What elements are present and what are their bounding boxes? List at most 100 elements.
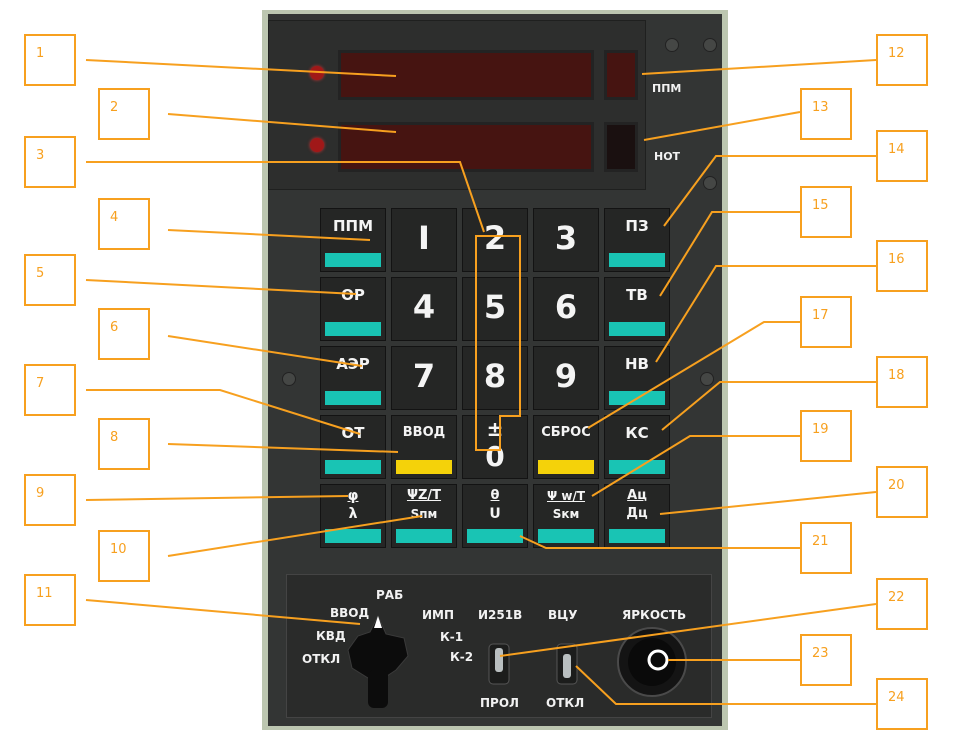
key-label-top: ΨZ/T	[406, 488, 442, 503]
callout-13: 13	[800, 88, 852, 140]
key-2[interactable]: 2	[462, 208, 528, 272]
callout-20: 20	[876, 466, 928, 518]
key-ks[interactable]: КС	[604, 415, 670, 479]
key-label-bottom: λ	[348, 506, 358, 522]
key-label-bottom: Дц	[626, 506, 648, 521]
callout-23: 23	[800, 634, 852, 686]
toggle-label-prol: ПРОЛ	[480, 696, 520, 710]
callout-17: 17	[800, 296, 852, 348]
key-or[interactable]: ОР	[320, 277, 386, 341]
key-lamp	[325, 460, 381, 474]
key-vvod[interactable]: ВВОД	[391, 415, 457, 479]
vcu-otkl-toggle[interactable]	[554, 640, 580, 688]
callout-19: 19	[800, 410, 852, 462]
key-ot[interactable]: ОТ	[320, 415, 386, 479]
callout-4: 4	[98, 198, 150, 250]
key-9[interactable]: 9	[533, 346, 599, 410]
key-label: АЭР	[336, 355, 370, 373]
key-lamp	[467, 529, 523, 543]
toggle-label-vcu: ВЦУ	[548, 608, 578, 622]
key-lamp	[609, 253, 665, 267]
callout-14: 14	[876, 130, 928, 182]
i251v-prol-toggle[interactable]	[486, 640, 512, 688]
key-label: ВВОД	[402, 425, 446, 440]
key-lamp	[609, 529, 665, 543]
key-tv[interactable]: ТВ	[604, 277, 670, 341]
screw	[703, 38, 717, 52]
key-label-bottom: Sкм	[552, 507, 580, 521]
mode-label-otkl: ОТКЛ	[302, 652, 341, 666]
key-ppm[interactable]: ППМ	[320, 208, 386, 272]
callout-9: 9	[24, 474, 76, 526]
screw	[282, 372, 296, 386]
callout-15: 15	[800, 186, 852, 238]
screw	[665, 38, 679, 52]
key-psi-z[interactable]: ΨZ/T Sпм	[391, 484, 457, 548]
ppm-indicator	[604, 50, 638, 100]
key-lamp	[609, 322, 665, 336]
brightness-label: ЯРКОСТЬ	[622, 608, 687, 622]
key-label-bottom: Sпм	[410, 507, 438, 521]
key-lamp	[325, 322, 381, 336]
mode-label-rab: РАБ	[376, 588, 404, 602]
key-8[interactable]: 8	[462, 346, 528, 410]
key-7[interactable]: 7	[391, 346, 457, 410]
lower-warning-led	[310, 138, 324, 152]
key-plus-minus-0[interactable]: ±0	[462, 415, 528, 479]
key-label: 2	[483, 219, 507, 257]
callout-3: 3	[24, 136, 76, 188]
callout-11: 11	[24, 574, 76, 626]
key-lamp	[609, 460, 665, 474]
callout-24: 24	[876, 678, 928, 730]
key-6[interactable]: 6	[533, 277, 599, 341]
key-pz[interactable]: ПЗ	[604, 208, 670, 272]
mode-selector-knob[interactable]	[338, 612, 418, 712]
key-label-bottom: U	[489, 506, 501, 522]
key-label: 8	[483, 357, 507, 395]
key-lamp	[396, 529, 452, 543]
key-lamp	[538, 529, 594, 543]
key-label: ТВ	[626, 286, 648, 304]
callout-22: 22	[876, 578, 928, 630]
ppm-display-label: ППМ	[652, 82, 682, 95]
key-label-top: ±	[486, 417, 504, 441]
key-sbros[interactable]: СБРОС	[533, 415, 599, 479]
callout-16: 16	[876, 240, 928, 292]
callout-12: 12	[876, 34, 928, 86]
screw	[703, 176, 717, 190]
upper-display	[338, 50, 594, 100]
key-psi-w[interactable]: Ψ w/T Sкм	[533, 484, 599, 548]
callout-7: 7	[24, 364, 76, 416]
key-nv[interactable]: НВ	[604, 346, 670, 410]
key-label: 7	[412, 357, 436, 395]
callout-2: 2	[98, 88, 150, 140]
key-4[interactable]: 4	[391, 277, 457, 341]
key-label: ОР	[341, 286, 365, 304]
key-label: 5	[483, 288, 507, 326]
key-label: 9	[554, 357, 578, 395]
screw	[700, 372, 714, 386]
brightness-knob[interactable]	[614, 624, 690, 700]
key-label-bottom: 0	[485, 440, 505, 473]
key-lamp	[609, 391, 665, 405]
key-aer[interactable]: АЭР	[320, 346, 386, 410]
key-lamp	[325, 529, 381, 543]
key-label: ОТ	[341, 424, 365, 442]
key-1[interactable]: I	[391, 208, 457, 272]
key-3[interactable]: 3	[533, 208, 599, 272]
mode-label-kvd: КВД	[316, 629, 346, 643]
channel-label-k1: К-1	[440, 630, 464, 644]
key-lamp	[325, 253, 381, 267]
key-lamp	[396, 460, 452, 474]
callout-21: 21	[800, 522, 852, 574]
key-label-top: φ	[347, 488, 359, 504]
key-5[interactable]: 5	[462, 277, 528, 341]
key-label-top: Ψ w/T	[546, 489, 586, 503]
channel-label-imp: ИМП	[422, 608, 455, 622]
toggle-label-i251v: И251В	[478, 608, 523, 622]
key-label-top: Ац	[627, 488, 647, 503]
